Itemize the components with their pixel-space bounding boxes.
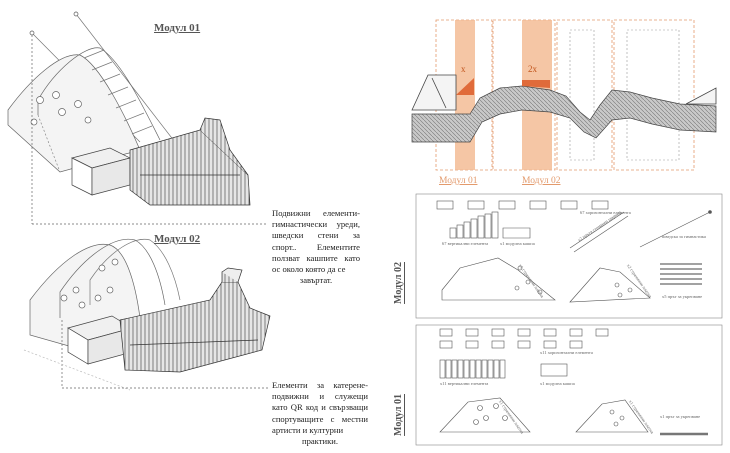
m2-vertical-label: 67 вертикални елемента xyxy=(442,241,489,246)
desc2-line: спортуващите с местни xyxy=(272,413,368,424)
desc2-line: Елементи за катерене- xyxy=(272,380,368,390)
desc1-line: гимнастически уреди, xyxy=(272,219,360,230)
desc1-line: спорт.. Елементите xyxy=(272,241,360,252)
multiplier-x: x xyxy=(461,64,466,74)
module02-description: Елементи за катерене- подвижни и служещи… xyxy=(272,380,368,447)
module02-title: Модул 02 xyxy=(154,233,201,245)
m2-bars-label: х5 прът за укрепване xyxy=(662,294,703,299)
desc2-line: подвижни и служещи xyxy=(272,391,368,402)
desc2-line: артисти и културни xyxy=(272,424,344,435)
panel-module01 xyxy=(415,324,723,446)
m2-gym-label: шведска за гимнастика xyxy=(662,234,706,239)
panel-module02 xyxy=(415,193,723,319)
panel-label-module01: Модул 01 xyxy=(393,394,404,436)
m1-pot-label: х1 модулна кашпа xyxy=(540,381,575,386)
desc2-last-line: практики. xyxy=(301,436,339,447)
module01-description: Подвижни елементи- гимнастически уреди, … xyxy=(272,208,360,286)
module02-axonometric xyxy=(23,238,271,391)
section-strip xyxy=(411,19,717,171)
desc2-line: като QR код и свързващи xyxy=(272,402,368,413)
module01-axonometric xyxy=(7,11,268,225)
module01-title: Модул 01 xyxy=(154,22,201,34)
section-label-module02: Модул 02 xyxy=(522,176,561,186)
m2-horizontal-label: 67 хоризонтални елемента xyxy=(580,210,631,215)
desc1-last-line: завъртат. xyxy=(299,275,333,286)
m1-vertical-label: х11 вертикални елемента xyxy=(440,381,489,386)
desc1-line: шведски стени за xyxy=(272,230,360,241)
panel-label-module02: Модул 02 xyxy=(393,262,404,304)
desc1-line: Подвижни елементи- xyxy=(272,208,360,218)
multiplier-2x: 2x xyxy=(528,64,537,74)
m1-horizontal-label: х11 хоризонтални елемента xyxy=(540,350,593,355)
m2-pot-label: х1 модулна кашпа xyxy=(500,241,535,246)
m1-bar-label: х1 прът за укрепване xyxy=(660,414,701,419)
desc1-line: ос около която да се xyxy=(272,264,346,275)
desc1-line: ползват кашпите като xyxy=(272,252,360,263)
section-label-module01: Модул 01 xyxy=(439,176,478,186)
